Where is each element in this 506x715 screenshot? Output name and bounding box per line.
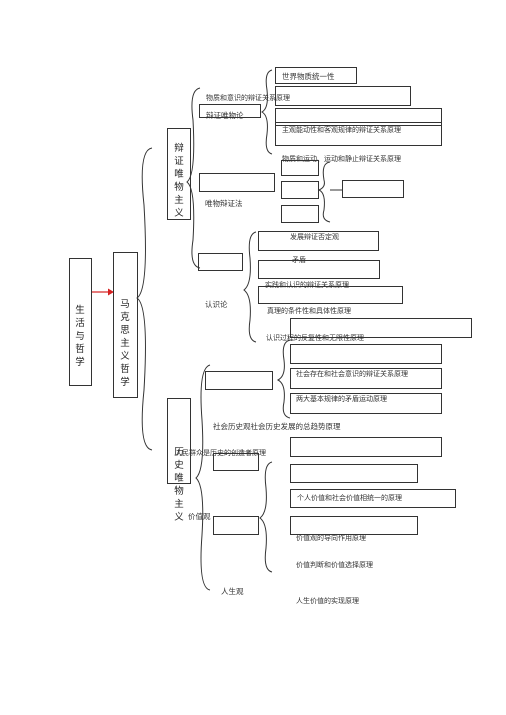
being-consciousness-box [290,368,442,389]
practice-cognition-label: 实践和认识的辩证关系原理 [265,281,349,289]
marxist-philosophy-node [113,252,138,398]
value-view-node-box [213,453,259,471]
value-choice-label: 价值判断和价值选择原理 [296,561,373,569]
being-consciousness-label: 社会存在和社会意识的辩证关系原理 [296,370,408,378]
dialectics-sub-box-3 [281,205,319,223]
value-guide-label: 价值观的导向作用原理 [296,534,366,542]
practice-cognition-box [258,286,403,304]
world-unity-box [275,67,357,84]
world-unity-label: 世界物质统一性 [282,72,335,81]
epistemology-label: 认识论 [205,300,228,309]
contradiction-box [258,260,380,279]
life-and-philosophy-label: 生活与哲学 [75,305,85,368]
negation-label: 发展辩证否定观 [290,233,339,241]
subjective-objective-box [275,108,442,126]
life-value-label: 人生价值的实现原理 [296,597,359,605]
life-view-label: 人生观 [221,587,244,596]
dialectical-materialism-label: 辩证唯物主义 [174,143,184,219]
personal-social-value-box [290,489,456,508]
social-history-node-box [205,371,273,390]
motion-rest-label: 物质和运动、运动和静止辩证关系原理 [282,155,401,163]
dialectics-result-box [342,180,404,198]
value-sub-box-1 [290,464,418,483]
negation-box [258,231,379,251]
personal-social-value-label: 个人价值和社会价值相统一的原理 [297,494,402,502]
history-sub-box-1 [290,344,442,364]
cognition-process-label: 认识过程的反复性和无限性原理 [266,334,364,342]
social-history-label: 社会历史观社会历史发展的总趋势原理 [213,422,341,431]
dialectical-materialism-theory-label: 辩证唯物论 [206,111,244,120]
value-node-box-2 [213,516,259,535]
materialist-dialectics-label: 唯物辩证法 [205,199,243,208]
historical-materialism-label: 历史唯物主义 [174,447,184,523]
two-laws-box [290,393,442,414]
subjective-objective-label: 主观能动性和客观规律的辩证关系原理 [282,126,401,134]
dialectical-materialism-node [167,128,191,220]
truth-label: 真理的条件性和具体性原理 [267,307,351,315]
value-view-label: 价值观 [188,512,211,521]
dialectics-node-box [199,173,275,192]
subjective-objective-box-2 [275,122,442,146]
matter-consciousness-label: 物质和意识的辩证关系原理 [206,94,290,102]
two-laws-label: 两大基本规律的矛盾运动原理 [296,395,387,403]
dialectics-sub-box-2 [281,181,319,199]
life-and-philosophy-node [69,258,92,386]
cognition-process-box [290,318,472,338]
value-sub-box-2 [290,516,418,535]
epistemology-node-box [198,253,243,271]
marxist-philosophy-label: 马克思主义哲学 [120,299,130,388]
masses-box [290,437,442,457]
historical-materialism-node [167,398,191,484]
matter-consciousness-box [275,86,411,106]
materialism-node-box [199,104,261,118]
dialectics-sub-box-1 [281,160,319,176]
